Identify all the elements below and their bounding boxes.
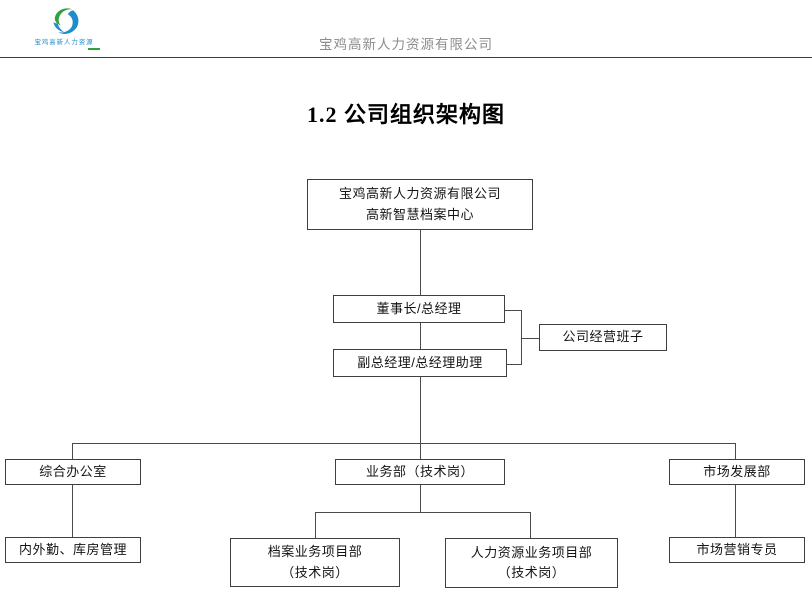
org-node-business-dept-label: 业务部（技术岗） (365, 463, 474, 479)
connector-bracket-management (521, 338, 539, 339)
connector-hr-drop (530, 512, 531, 538)
connector-archive-drop (315, 512, 316, 538)
org-node-marketing-specialist-label: 市场营销专员 (696, 541, 778, 557)
connector-chairman-vicegm (420, 323, 421, 349)
org-node-internal-external: 内外勤、库房管理 (5, 537, 141, 563)
connector-business-stub (420, 485, 421, 512)
connector-business-splitter (315, 512, 530, 513)
header-company-name: 宝鸡高新人力资源有限公司 (319, 37, 493, 52)
org-node-internal-external-label: 内外勤、库房管理 (18, 541, 127, 557)
org-node-hr-line2: （技术岗） (497, 565, 566, 580)
connector-admin-drop (72, 443, 73, 459)
connector-admin-logistics (72, 485, 73, 537)
connector-bracket-bottom (507, 364, 522, 365)
connector-root-chairman (420, 230, 421, 295)
connector-bracket-top (505, 310, 522, 311)
org-node-vice-gm: 副总经理/总经理助理 (333, 349, 507, 377)
connector-marketdev-marketing (735, 485, 736, 537)
logo-caption: 宝鸡高新人力资源 (34, 39, 94, 46)
connector-vicegm-trunk (420, 377, 421, 459)
org-node-root-line2: 高新智慧档案中心 (365, 206, 474, 222)
connector-marketdev-drop (735, 443, 736, 459)
org-node-chairman-label: 董事长/总经理 (376, 300, 462, 316)
org-node-hr-line1: 人力资源业务项目部 (470, 544, 593, 560)
connector-departments-splitter (72, 443, 735, 444)
org-node-marketing-specialist: 市场营销专员 (669, 537, 805, 563)
connector-bracket-vertical (521, 310, 522, 365)
org-node-management-team: 公司经营班子 (539, 324, 667, 351)
org-node-vice-gm-label: 副总经理/总经理助理 (357, 354, 483, 370)
org-node-hr-project: 人力资源业务项目部 （技术岗） (445, 538, 618, 588)
org-node-market-dev-label: 市场发展部 (703, 463, 771, 479)
org-node-market-dev: 市场发展部 (669, 459, 805, 485)
logo-swirl-icon (52, 8, 78, 34)
org-node-root: 宝鸡高新人力资源有限公司 高新智慧档案中心 (307, 179, 533, 230)
org-node-admin-office: 综合办公室 (5, 459, 141, 485)
header-rule (0, 57, 812, 59)
org-node-archive-line1: 档案业务项目部 (267, 544, 363, 560)
org-node-archive-line2: （技术岗） (281, 564, 349, 580)
org-node-root-line1: 宝鸡高新人力资源有限公司 (338, 186, 501, 202)
org-node-archive-project: 档案业务项目部 （技术岗） (230, 538, 400, 587)
company-logo: 宝鸡高新人力资源 (22, 5, 106, 50)
org-node-management-team-label: 公司经营班子 (562, 329, 644, 345)
org-node-chairman: 董事长/总经理 (333, 295, 505, 323)
org-node-business-dept: 业务部（技术岗） (335, 459, 505, 485)
page-title: 1.2 公司组织架构图 (306, 102, 505, 127)
org-node-admin-office-label: 综合办公室 (39, 463, 107, 479)
logo-green-mark (88, 48, 100, 50)
